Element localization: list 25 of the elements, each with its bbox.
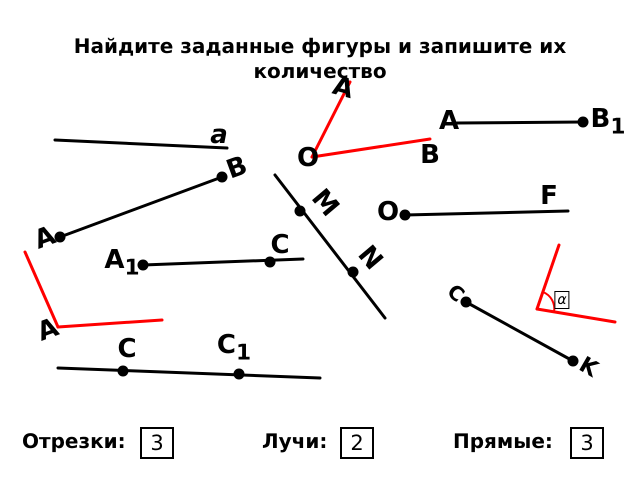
point-label: B <box>223 152 251 184</box>
point-label: A$_{1}$ <box>104 247 140 279</box>
point-label: A <box>31 222 59 254</box>
point-label: B <box>420 142 440 168</box>
point-label: C <box>117 336 137 362</box>
angle-label: α <box>554 291 570 309</box>
point-label: A <box>34 314 62 346</box>
point-label: C <box>444 280 468 306</box>
answer-box: 3 <box>140 427 174 459</box>
point-label: B$_{1}$ <box>590 106 626 138</box>
category-label: Отрезки: <box>22 431 126 451</box>
category-label: Прямые: <box>453 431 553 451</box>
point-label: A <box>438 108 460 134</box>
point-label: C$_{1}$ <box>216 332 252 364</box>
point-label: N <box>353 241 387 275</box>
point-label: C <box>270 232 290 258</box>
line-label: a <box>210 122 228 148</box>
point-label: O <box>376 199 400 225</box>
category-label: Лучи: <box>262 431 328 451</box>
point-label: F <box>540 183 558 209</box>
answer-box: 2 <box>340 427 374 459</box>
point-label: O <box>296 145 320 171</box>
point-label: K <box>575 354 601 382</box>
point-label: M <box>306 184 344 222</box>
answer-box: 3 <box>570 427 604 459</box>
